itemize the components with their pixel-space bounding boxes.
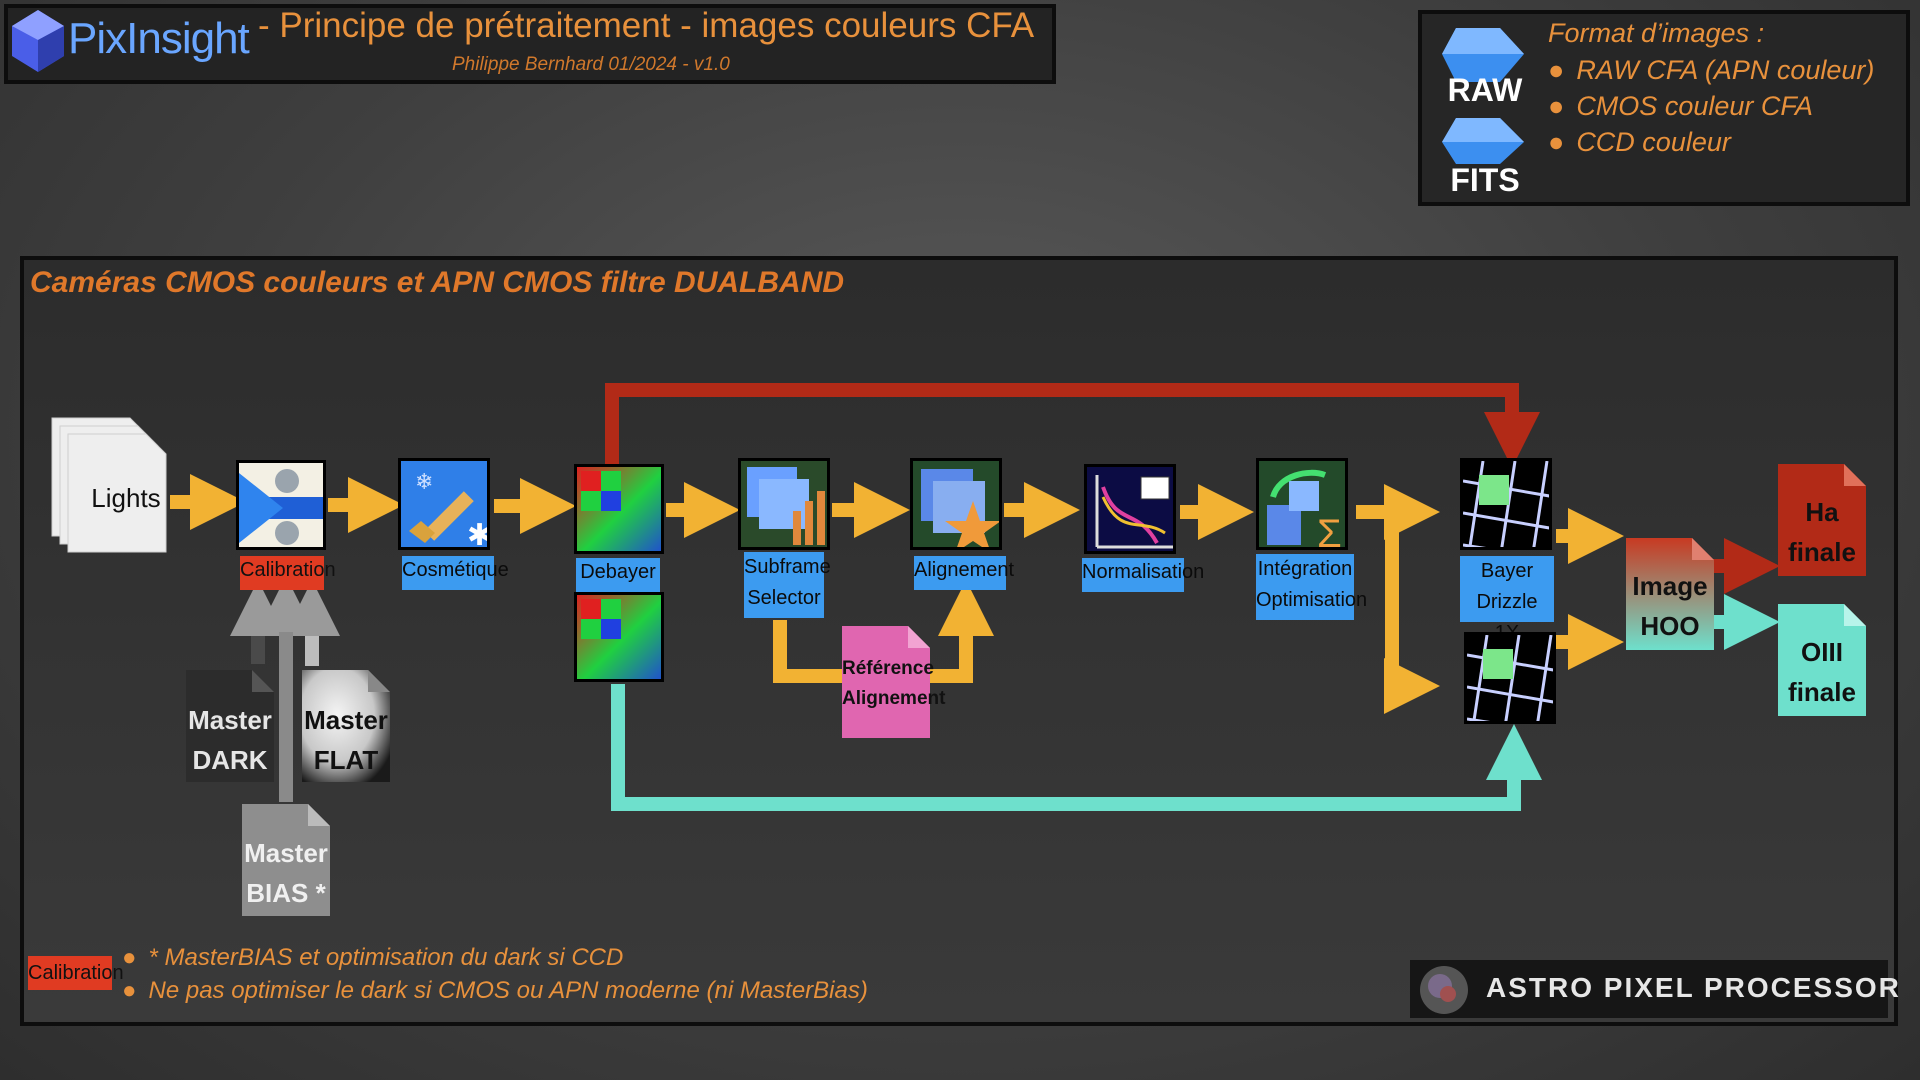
lights-stack-icon (51, 417, 167, 553)
alignment-star-icon (910, 458, 1002, 550)
normalisation-icon (1084, 464, 1176, 554)
formats-title: Format d’images : (1548, 18, 1765, 48)
image-hoo-doc-icon (1626, 538, 1714, 650)
bayer-drizzle-icon (1460, 458, 1552, 550)
bayer-drizzle-icon (1464, 632, 1556, 724)
raw-label: RAW (1447, 72, 1523, 108)
image-hoo-label: Image HOO (1632, 571, 1708, 641)
ha-finale-doc-icon (1778, 464, 1866, 576)
oiii-finale-label: OIII finale (1788, 637, 1856, 707)
reference-label: Référence Alignement (842, 658, 946, 709)
lights-label: Lights (91, 483, 161, 513)
master-bias-doc-icon (242, 804, 330, 916)
brand-name: PixInsight (68, 14, 250, 63)
master-flat-label: Master FLAT (304, 705, 388, 775)
app-badge (1410, 960, 1888, 1018)
debayer-icon (574, 464, 664, 554)
format-item: ●CCD couleur (1548, 127, 1731, 157)
subframe-selector-icon (738, 458, 830, 550)
pixinsight-logo-icon (12, 10, 64, 72)
format-item: ●RAW CFA (APN couleur) (1548, 55, 1875, 85)
master-bias-label: Master BIAS * (244, 838, 328, 908)
calibration-icon (236, 460, 326, 550)
integration-icon: Σ (1256, 458, 1348, 550)
cloud-icon (1442, 118, 1524, 164)
master-dark-label: Master DARK (188, 705, 272, 775)
master-flat-doc-icon (302, 670, 390, 782)
cloud-icon (1442, 28, 1524, 82)
calibration-badge: Calibration (28, 956, 124, 990)
svg-text:❄: ❄ (415, 469, 433, 494)
svg-text:Σ: Σ (1317, 512, 1342, 550)
note-item: ●Ne pas optimiser le dark si CMOS ou APN… (122, 977, 868, 1004)
fits-label: FITS (1450, 162, 1520, 198)
reference-doc-icon (842, 626, 930, 738)
normalisation-label: Normalisation (1082, 558, 1204, 592)
master-dark-doc-icon (186, 670, 274, 782)
page-title: - Principe de prétraitement - images cou… (258, 6, 1035, 45)
note-item: ●* MasterBIAS et optimisation du dark si… (122, 944, 624, 971)
bayer-drizzle-label: Bayer Drizzle 1X (1460, 556, 1554, 644)
app-logo-icon (1420, 966, 1468, 1014)
oiii-finale-doc-icon (1778, 604, 1866, 716)
integration-label: Intégration Optimisation (1256, 554, 1367, 620)
format-item: ●CMOS couleur CFA (1548, 91, 1813, 121)
page-subtitle: Philippe Bernhard 01/2024 - v1.0 (452, 54, 730, 75)
debayer-icon (574, 592, 664, 682)
alignement-label: Alignement (914, 556, 1014, 590)
subframe-selector-label: Subframe Selector (744, 552, 831, 618)
svg-text:✱: ✱ (467, 519, 490, 550)
app-name: ASTRO PIXEL PROCESSOR (1486, 972, 1901, 1003)
panel-title: Caméras CMOS couleurs et APN CMOS filtre… (30, 266, 845, 299)
debayer-label: Debayer (576, 558, 660, 592)
calibration-label: Calibration (240, 556, 336, 590)
cosmetique-label: Cosmétique (402, 556, 509, 590)
cosmetic-brush-icon: ✱ ❄ (398, 458, 490, 550)
header-bar (4, 4, 1056, 84)
ha-finale-label: Ha finale (1788, 497, 1856, 567)
